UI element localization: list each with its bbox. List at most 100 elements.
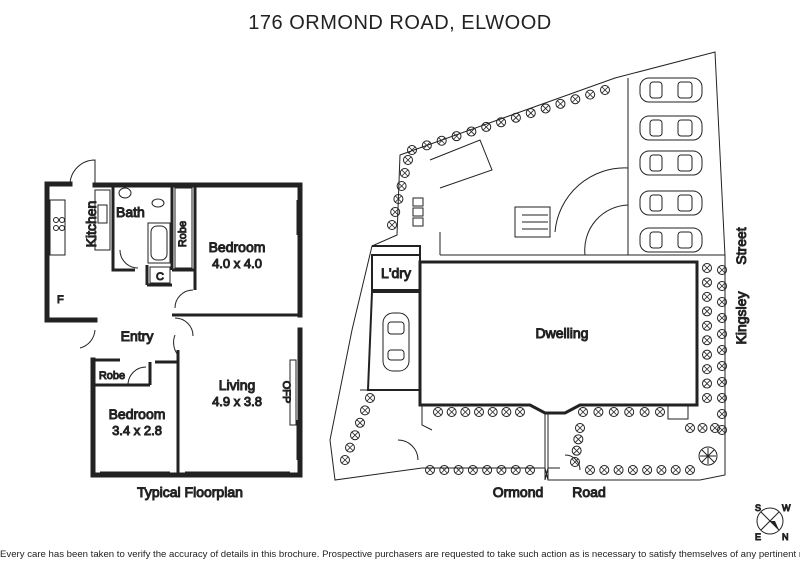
shrub — [555, 98, 566, 109]
shrub — [390, 207, 401, 217]
shrub — [482, 465, 493, 475]
bath-fixtures — [118, 187, 193, 284]
shrub — [697, 423, 708, 433]
f-label: F — [57, 294, 64, 306]
shrub — [571, 445, 582, 456]
shrub — [642, 465, 653, 475]
shrub — [717, 329, 727, 339]
shrub — [570, 94, 581, 105]
street-ormond-label: Ormond — [493, 484, 544, 500]
bedroom-1-label: Bedroom — [209, 239, 266, 255]
shrub — [403, 155, 413, 165]
shrub — [717, 313, 727, 323]
street-road-label: Road — [572, 484, 605, 500]
dwelling-label: Dwelling — [536, 325, 589, 341]
shrub — [387, 220, 397, 230]
floorplan-caption: Typical Floorplan — [137, 484, 243, 500]
shrub — [702, 393, 712, 403]
shrub — [575, 423, 585, 433]
shrub — [600, 85, 610, 95]
shrub — [540, 103, 551, 114]
typical-floorplan: Kitchen Bath Robe C Bedroom 4.0 x 4.0 F … — [44, 159, 303, 501]
shrub — [525, 465, 535, 475]
shrub — [453, 465, 464, 475]
shrub — [627, 465, 638, 475]
robe-label-1: Robe — [177, 221, 189, 247]
kitchen-label: Kitchen — [83, 201, 99, 248]
kitchen-fixtures — [49, 189, 111, 256]
shrub — [717, 281, 727, 291]
shrub — [624, 407, 635, 417]
shrub — [702, 320, 712, 331]
living-size: 4.9 x 3.8 — [212, 394, 262, 409]
shrub — [350, 430, 360, 441]
hedges — [340, 85, 727, 475]
shrub — [496, 117, 507, 128]
shrub — [515, 407, 525, 417]
shrub — [593, 407, 604, 417]
shrub — [399, 168, 410, 178]
shrub — [685, 423, 695, 433]
laundry-label: L'dry — [381, 265, 411, 281]
shrub — [460, 407, 471, 417]
parked-car — [639, 77, 703, 103]
shrub — [360, 405, 370, 416]
shrub — [439, 465, 450, 475]
parked-car — [639, 227, 703, 253]
shrub — [639, 407, 650, 417]
compass-w: W — [782, 503, 791, 513]
shrub — [702, 291, 712, 302]
page-title: 176 ORMOND ROAD, ELWOOD — [248, 12, 552, 34]
shrub — [608, 407, 619, 417]
shrub — [467, 465, 478, 475]
living-label: Living — [219, 377, 256, 393]
parked-car — [639, 150, 703, 176]
shrub — [433, 407, 443, 417]
shrub — [451, 131, 462, 142]
shrub — [702, 335, 712, 346]
shrub — [446, 407, 457, 417]
shrub — [570, 457, 580, 467]
shrub — [436, 135, 447, 146]
street-street-label: Street — [733, 227, 749, 264]
shrub — [717, 393, 727, 403]
c-label: C — [156, 271, 164, 283]
shrub — [345, 442, 355, 453]
shrub — [717, 265, 727, 275]
compass: S W E N — [755, 503, 792, 543]
shrub — [710, 423, 720, 433]
shrub — [717, 361, 727, 371]
dwelling-outline — [418, 260, 699, 415]
shrub — [421, 140, 432, 151]
shrub — [501, 407, 512, 417]
windows — [100, 200, 298, 473]
interior-walls — [93, 185, 300, 475]
shrub — [585, 465, 595, 475]
parked-car — [639, 190, 703, 216]
shrub — [717, 409, 727, 419]
bedroom-2-size: 3.4 x 2.8 — [112, 423, 162, 438]
doors — [79, 249, 194, 386]
bedroom-1-size: 4.0 x 4.0 — [212, 256, 262, 271]
shrub — [599, 465, 610, 475]
shrub — [702, 349, 712, 360]
shrub — [717, 297, 727, 307]
shrub — [717, 345, 727, 355]
shrub — [613, 465, 624, 475]
shrub — [474, 407, 484, 417]
entry-label: Entry — [121, 328, 154, 344]
outer-walls — [44, 181, 303, 478]
shrub — [702, 277, 712, 288]
shrub — [510, 465, 521, 475]
tree — [698, 446, 718, 466]
shrub — [466, 126, 477, 137]
shrub — [525, 108, 536, 119]
shrub — [702, 306, 712, 317]
shrub — [396, 181, 407, 191]
shrub — [355, 417, 365, 428]
shrub — [407, 145, 417, 155]
shrub — [510, 112, 521, 123]
shrub — [496, 465, 507, 475]
shrub — [655, 407, 665, 417]
